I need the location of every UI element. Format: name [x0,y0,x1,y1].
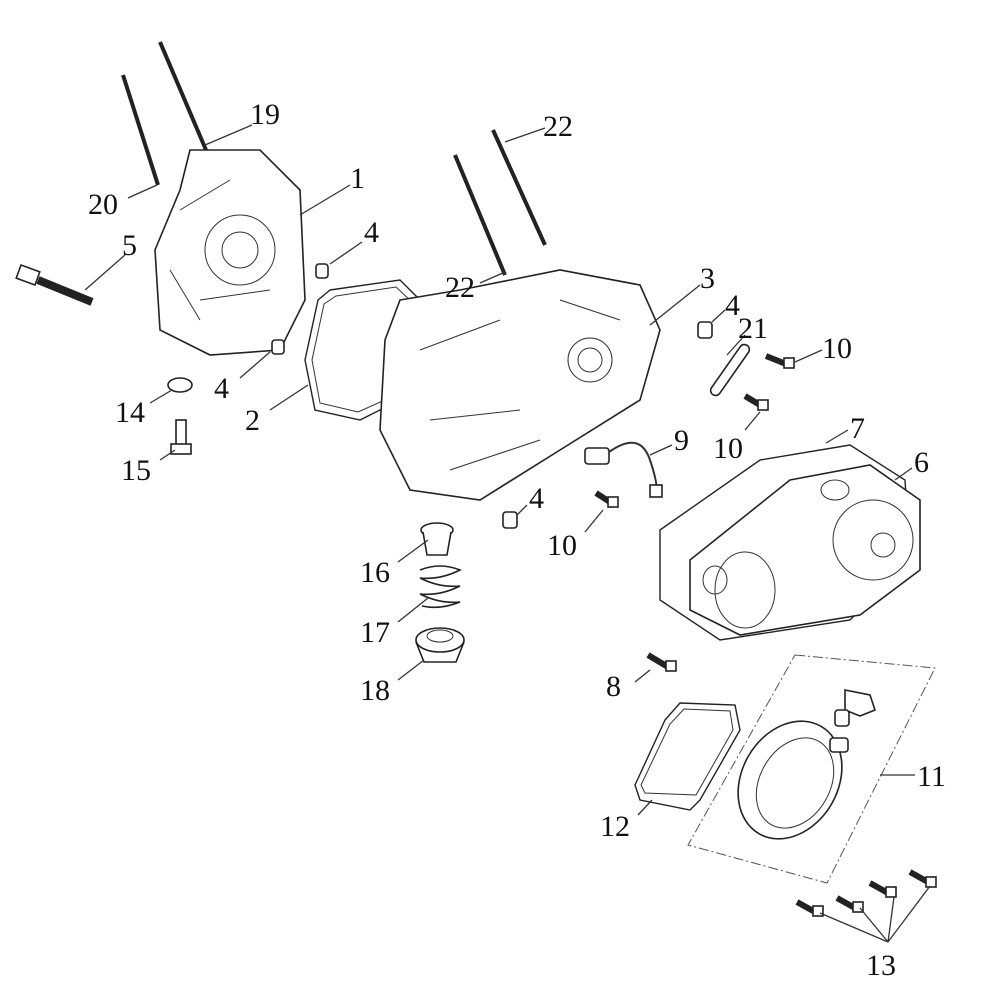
label-1: 1 [350,162,365,195]
label-20: 20 [88,188,118,221]
bolt-8 [646,652,677,672]
label-7: 7 [850,412,865,445]
sensor-9 [584,441,663,498]
leader-lines [84,124,931,943]
bolt-13d [908,869,937,888]
crankcase-right-1 [154,149,306,356]
bolt-13c [868,880,897,898]
dowel-pin-4a [315,263,329,279]
label-10c: 10 [547,529,577,562]
gasket-2 [304,279,421,421]
label-4a: 4 [364,216,379,249]
bolt-15 [170,419,192,455]
label-11: 11 [917,760,946,793]
crankcase-left-3 [379,269,661,501]
bolt-13b [835,895,864,913]
stud-22a [453,154,507,276]
label-12: 12 [600,810,630,843]
label-13: 13 [866,949,896,982]
label-22a: 22 [543,110,573,143]
bolt-10a [764,353,795,369]
bolt-5 [15,263,94,306]
dowel-pin-4b [271,339,285,355]
bolt-10b [743,393,769,411]
label-19: 19 [250,98,280,131]
label-2: 2 [245,404,260,437]
label-3: 3 [700,262,715,295]
washer-14 [167,377,193,393]
seal-18 [415,627,465,663]
part-labels: 19 20 1 4 5 22 22 3 4 21 10 4 2 14 15 10… [88,98,946,982]
transmission-cover-6 [689,464,921,636]
link-21 [709,343,751,397]
label-6: 6 [914,446,929,479]
label-22b: 22 [445,271,475,304]
label-17: 17 [360,616,390,649]
label-10b: 10 [713,432,743,465]
label-4b: 4 [214,372,229,405]
label-21: 21 [738,312,768,345]
stud-20 [121,74,160,186]
label-5: 5 [122,229,137,262]
label-16: 16 [360,556,390,589]
label-4c: 4 [725,289,740,322]
dowel-pin-4c [697,321,713,339]
label-15: 15 [121,454,151,487]
stud-22b [491,129,547,246]
bolt-10c [594,490,619,508]
bolt-13a [795,899,824,917]
label-4d: 4 [529,482,544,515]
dowel-pin-4d [502,511,518,529]
label-18: 18 [360,674,390,707]
filter-16 [420,522,454,556]
label-14: 14 [115,396,145,429]
label-9: 9 [674,424,689,457]
spring-17 [419,565,462,609]
label-8: 8 [606,670,621,703]
recoil-starter-11 [737,689,876,840]
assembly-boundary-11 [687,654,936,884]
label-10a: 10 [822,332,852,365]
gasket-12 [634,702,741,811]
stud-19 [158,41,208,151]
